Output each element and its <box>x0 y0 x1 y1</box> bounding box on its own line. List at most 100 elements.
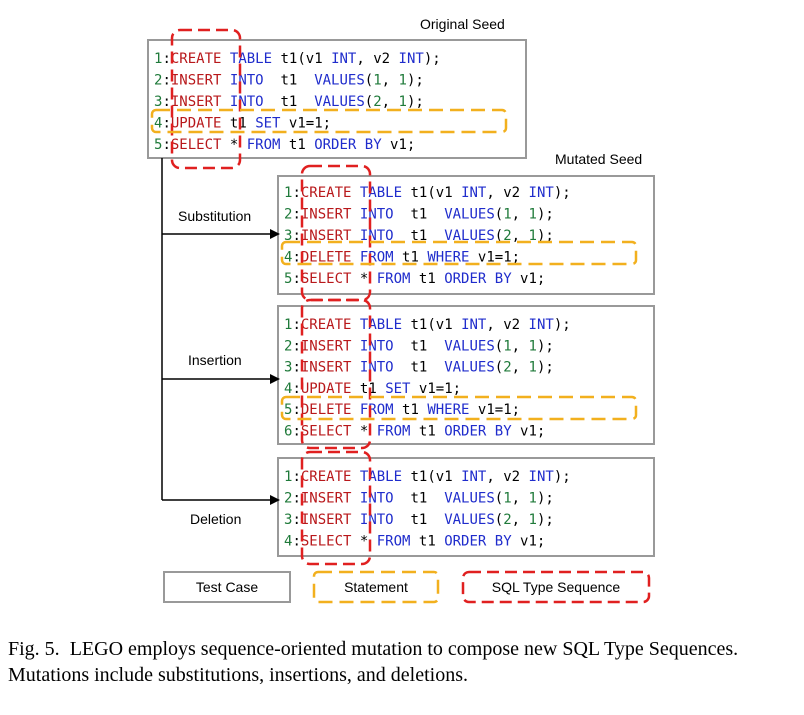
substitution-code: 1:CREATE TABLE t1(v1 INT, v2 INT);2:INSE… <box>284 185 571 287</box>
code-token: 1 <box>529 512 537 528</box>
line-number: 5 <box>284 402 292 418</box>
code-token: t1 <box>394 402 428 418</box>
line-separator: : <box>292 534 300 550</box>
code-token: t1 <box>264 94 315 110</box>
code-token: INTO <box>360 512 394 528</box>
original-type-sequence-highlight <box>170 28 242 170</box>
code-token: INT <box>529 469 555 485</box>
code-token: VALUES <box>444 491 495 507</box>
code-token: * <box>360 271 377 287</box>
code-token: ); <box>407 94 424 110</box>
token-space <box>351 469 359 485</box>
line-separator: : <box>292 317 300 333</box>
code-token: ( <box>495 338 503 354</box>
figure-caption: Fig. 5. LEGO employs sequence-oriented m… <box>8 636 798 688</box>
line-number: 4 <box>284 250 292 266</box>
code-token: INTO <box>230 73 264 89</box>
code-token: ); <box>554 469 571 485</box>
code-token: v1; <box>512 271 546 287</box>
code-token: ); <box>537 360 554 376</box>
token-space <box>351 360 359 376</box>
deletion-line-1: 1:CREATE TABLE t1(v1 INT, v2 INT); <box>284 469 571 485</box>
sql-type-token: INSERT <box>301 360 352 376</box>
line-separator: : <box>162 51 170 67</box>
line-separator: : <box>292 250 300 266</box>
original-line-5: 5:SELECT * FROM t1 ORDER BY v1; <box>154 137 415 153</box>
line-number: 2 <box>284 491 292 507</box>
line-separator: : <box>162 94 170 110</box>
code-token: 2 <box>503 228 511 244</box>
token-space <box>351 317 359 333</box>
sql-type-token: CREATE <box>171 51 222 67</box>
insertion-line-6: 6:SELECT * FROM t1 ORDER BY v1; <box>284 424 545 440</box>
code-token: ); <box>537 338 554 354</box>
original-seed-code: 1:CREATE TABLE t1(v1 INT, v2 INT);2:INSE… <box>154 51 441 153</box>
code-token: SET <box>255 116 281 132</box>
code-token: VALUES <box>314 94 365 110</box>
line-number: 2 <box>284 207 292 223</box>
code-token: INT <box>529 317 555 333</box>
sql-type-token: DELETE <box>301 402 352 418</box>
line-number: 3 <box>284 360 292 376</box>
code-token: INTO <box>230 94 264 110</box>
sql-type-token: INSERT <box>301 228 352 244</box>
code-token: ( <box>495 491 503 507</box>
line-separator: : <box>292 271 300 287</box>
code-token: t1 <box>410 534 444 550</box>
code-token: VALUES <box>444 207 495 223</box>
code-token: 1 <box>373 73 381 89</box>
original-seed-title: Original Seed <box>420 16 505 32</box>
code-token: ORDER BY <box>444 424 512 440</box>
line-number: 3 <box>284 228 292 244</box>
legend-statement-label: Statement <box>344 579 408 595</box>
code-token: FROM <box>377 271 411 287</box>
substitution-line-4: 4:DELETE FROM t1 WHERE v1=1; <box>284 250 520 266</box>
line-number: 4 <box>154 116 162 132</box>
code-token: 2 <box>503 512 511 528</box>
code-token: t1 <box>230 116 255 132</box>
arrowhead-insertion <box>270 374 280 384</box>
deletion-box <box>277 457 655 557</box>
line-separator: : <box>292 491 300 507</box>
deletion-type-sequence-highlight <box>300 450 372 566</box>
code-token: INTO <box>360 360 394 376</box>
code-token: VALUES <box>444 360 495 376</box>
code-token: t1(v1 <box>402 469 461 485</box>
line-separator: : <box>162 116 170 132</box>
insertion-code: 1:CREATE TABLE t1(v1 INT, v2 INT);2:INSE… <box>284 317 571 440</box>
code-token: * <box>230 137 247 153</box>
code-token: v1=1; <box>469 402 520 418</box>
code-token: v1; <box>512 534 546 550</box>
code-token: , <box>512 512 529 528</box>
code-token: 1 <box>529 338 537 354</box>
code-token: t1 <box>394 360 445 376</box>
code-token: ORDER BY <box>314 137 382 153</box>
token-space <box>221 137 229 153</box>
legend-test-case-label: Test Case <box>196 579 258 595</box>
sql-type-token: SELECT <box>171 137 222 153</box>
insertion-box <box>277 305 655 445</box>
line-separator: : <box>292 185 300 201</box>
code-token: ORDER BY <box>444 534 512 550</box>
legend-statement-box <box>312 570 440 604</box>
line-number: 2 <box>154 73 162 89</box>
sql-type-token: SELECT <box>301 271 352 287</box>
code-token: , <box>512 228 529 244</box>
line-separator: : <box>292 338 300 354</box>
line-separator: : <box>292 469 300 485</box>
code-token: v1; <box>512 424 546 440</box>
code-token: t1 <box>394 207 445 223</box>
code-token: v1=1; <box>469 250 520 266</box>
original-statement-highlight <box>150 108 508 134</box>
code-token: 2 <box>503 360 511 376</box>
code-token: t1 <box>394 512 445 528</box>
code-token: TABLE <box>360 185 402 201</box>
code-token: ( <box>365 94 373 110</box>
code-token: t1 <box>360 381 385 397</box>
mutation-diagram: Original Seed Mutated Seed 1:CREATE TABL… <box>147 16 655 604</box>
code-token: FROM <box>247 137 281 153</box>
code-token: * <box>360 534 377 550</box>
sql-type-token: INSERT <box>171 94 222 110</box>
code-token: VALUES <box>444 228 495 244</box>
code-token: 1 <box>503 207 511 223</box>
